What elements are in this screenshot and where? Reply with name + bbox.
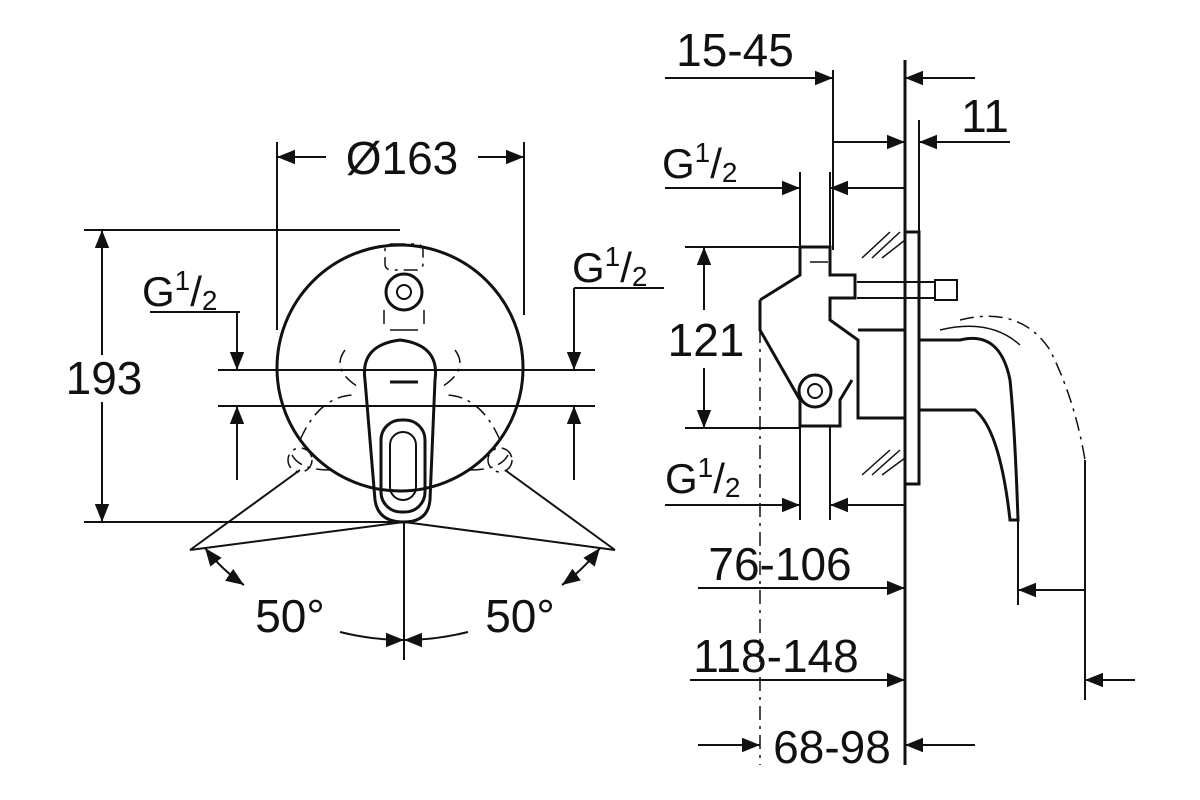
dim-118-148-label: 118-148 <box>693 630 858 682</box>
spacing-dimension: 121 <box>668 246 800 429</box>
hidden-body <box>287 349 513 473</box>
top-num: 1 <box>695 137 711 168</box>
svg-text:G1/2: G1/2 <box>572 241 648 292</box>
left-den: 2 <box>202 285 218 316</box>
top-connection-dimension: G1/2 <box>662 137 905 250</box>
side-view: 15-45 11 G1/2 121 <box>662 24 1135 773</box>
depth-dimension: 15-45 <box>665 24 975 250</box>
lever-side <box>917 315 1086 522</box>
bottom-g: G <box>665 455 698 502</box>
top-g: G <box>662 140 695 187</box>
front-view: Ø163 193 G1/2 G1/2 <box>66 132 664 660</box>
top-den: 2 <box>722 157 738 188</box>
left-connection-dimension: G1/2 <box>142 265 245 480</box>
depth-range-label: 15-45 <box>676 24 794 76</box>
lever-extension-dimension <box>1017 460 1135 700</box>
dim-76-106: 76-106 <box>698 538 905 596</box>
angle-right-label: 50° <box>485 590 555 642</box>
svg-text:G1/2: G1/2 <box>662 137 738 188</box>
diameter-dimension: Ø163 <box>276 132 525 330</box>
bottom-den: 2 <box>725 472 741 503</box>
dim-118-148: 118-148 <box>690 630 905 688</box>
plate-side <box>903 230 921 486</box>
angle-dimension: 50° 50° <box>189 469 616 648</box>
bottom-num: 1 <box>698 452 714 483</box>
plate-thickness-dimension: 11 <box>833 90 1010 232</box>
wall-hatch <box>861 231 906 476</box>
dim-68-98: 68-98 <box>698 721 975 773</box>
left-slash: / <box>190 268 202 315</box>
right-slash: / <box>620 244 632 291</box>
escutcheon-plate <box>275 243 525 493</box>
right-g: G <box>572 244 605 291</box>
right-connection-dimension: G1/2 <box>566 241 664 480</box>
height-dimension: 193 <box>66 229 400 523</box>
bottom-slash: / <box>713 455 725 502</box>
diverter-knob <box>383 243 425 331</box>
spacing-label: 121 <box>668 314 745 366</box>
svg-text:G1/2: G1/2 <box>142 265 218 316</box>
height-label: 193 <box>66 352 143 404</box>
lever-handle <box>362 338 438 524</box>
plate-thickness-label: 11 <box>961 90 1009 142</box>
valve-body <box>758 245 958 428</box>
svg-text:G1/2: G1/2 <box>665 452 741 503</box>
left-num: 1 <box>175 265 191 296</box>
top-slash: / <box>710 140 722 187</box>
diameter-label: Ø163 <box>346 132 459 184</box>
right-num: 1 <box>605 241 621 272</box>
left-g: G <box>142 268 175 315</box>
bottom-connection-dimension: G1/2 <box>665 426 905 520</box>
angle-left-label: 50° <box>255 590 325 642</box>
dim-76-106-label: 76-106 <box>708 538 851 590</box>
right-den: 2 <box>632 261 648 292</box>
dim-68-98-label: 68-98 <box>773 721 891 773</box>
